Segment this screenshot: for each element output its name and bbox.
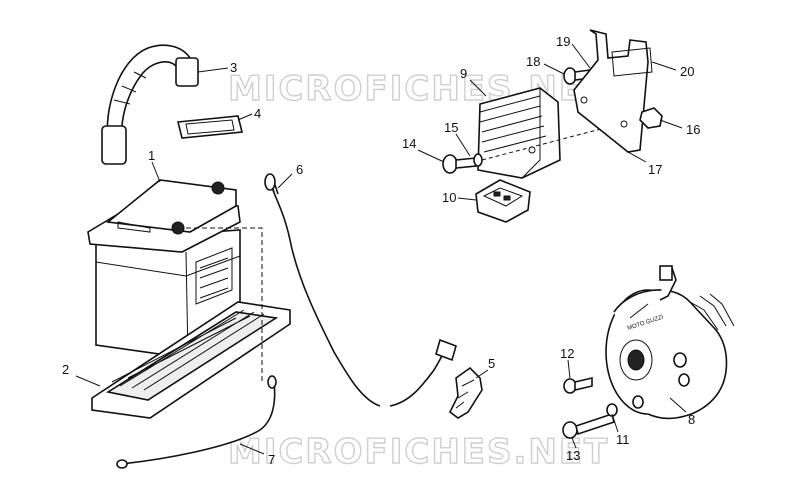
callout-7: 7 xyxy=(268,452,275,467)
callout-2: 2 xyxy=(62,362,69,377)
callout-12: 12 xyxy=(560,346,574,361)
rubber-pad xyxy=(176,115,244,139)
alternator-long-screw xyxy=(562,395,644,439)
alternator-short-screw xyxy=(563,376,593,394)
callout-14: 14 xyxy=(402,136,416,151)
callout-1: 1 xyxy=(148,148,155,163)
callouts: 1 2 3 4 5 6 7 8 9 10 11 12 13 14 15 16 1… xyxy=(62,34,700,467)
callout-4: 4 xyxy=(254,106,261,121)
callout-19: 19 xyxy=(556,34,570,49)
battery-cable xyxy=(264,173,457,407)
callout-10: 10 xyxy=(442,190,456,205)
callout-3: 3 xyxy=(230,60,237,75)
assembly-lines xyxy=(186,227,263,384)
callout-9: 9 xyxy=(460,66,467,81)
watermark-bottom: MICROFICHES.NET xyxy=(228,432,609,472)
alternator: MOTO GUZZI xyxy=(605,265,735,420)
voltage-regulator xyxy=(477,87,561,179)
bracket-nut xyxy=(639,107,663,129)
regulator-screw xyxy=(442,123,621,174)
ground-cable xyxy=(116,375,277,469)
callout-5: 5 xyxy=(488,356,495,371)
callout-6: 6 xyxy=(296,162,303,177)
callout-20: 20 xyxy=(680,64,694,79)
leader-lines xyxy=(75,43,687,455)
battery-tray xyxy=(91,301,291,419)
callout-8: 8 xyxy=(688,412,695,427)
mounting-bracket xyxy=(573,29,653,153)
callout-11: 11 xyxy=(616,432,630,447)
callout-17: 17 xyxy=(648,162,662,177)
callout-13: 13 xyxy=(566,448,580,463)
callout-18: 18 xyxy=(526,54,540,69)
battery-strap xyxy=(101,44,199,165)
regulator-connector xyxy=(475,179,531,223)
callout-15: 15 xyxy=(444,120,458,135)
terminal-clip xyxy=(448,366,483,419)
callout-16: 16 xyxy=(686,122,700,137)
